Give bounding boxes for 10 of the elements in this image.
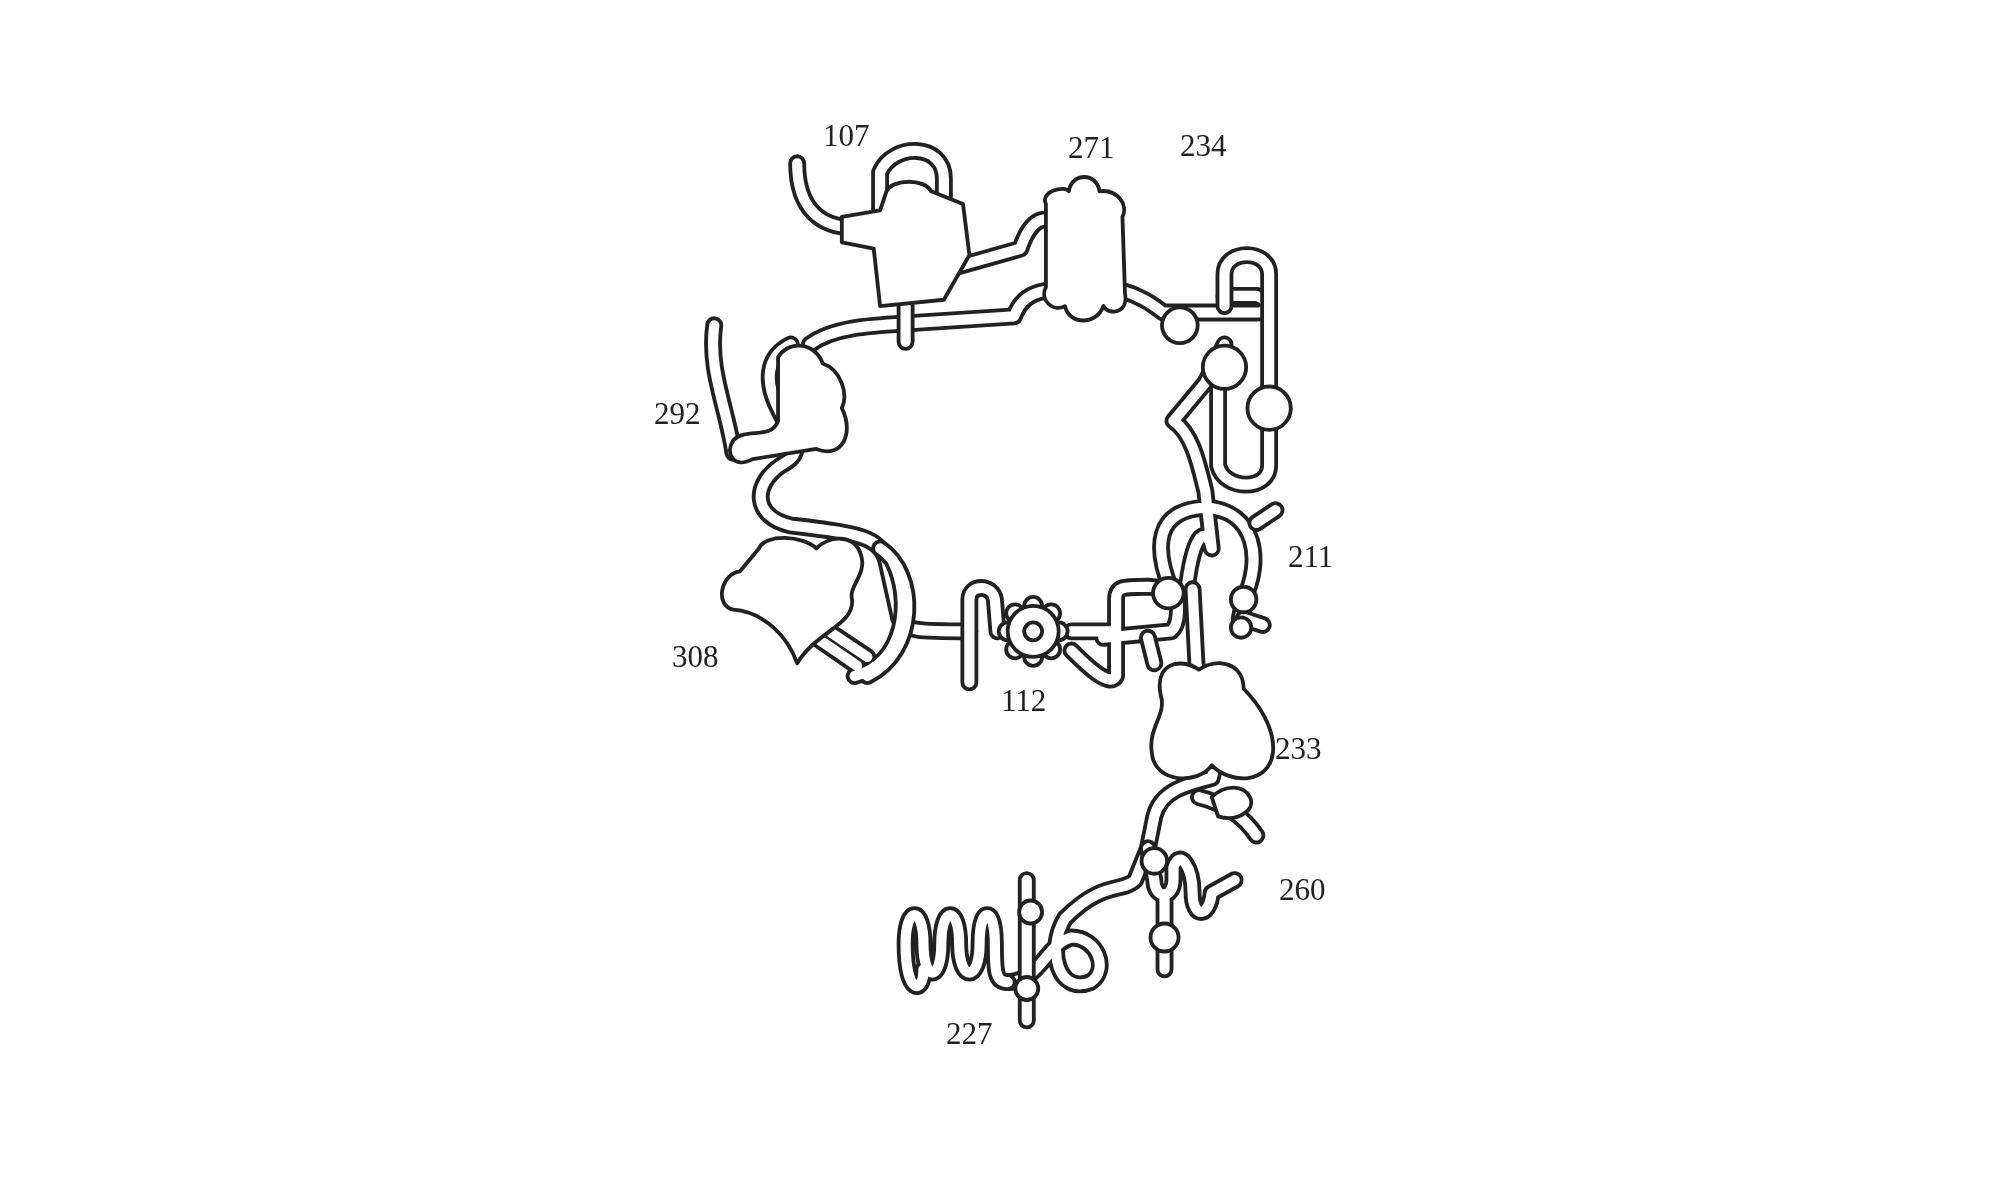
callout-number: 308 (672, 639, 719, 675)
callout-number: 292 (654, 396, 701, 432)
callout-number: 227 (946, 1016, 993, 1052)
callout-number: 234 (1180, 128, 1227, 164)
callout-number: 107 (823, 118, 870, 154)
callout-number: 233 (1275, 731, 1322, 767)
callout-number: 271 (1068, 130, 1115, 166)
callout-number: 112 (1001, 683, 1047, 719)
callout-number: 260 (1279, 872, 1326, 908)
callout-number: 211 (1288, 539, 1334, 575)
